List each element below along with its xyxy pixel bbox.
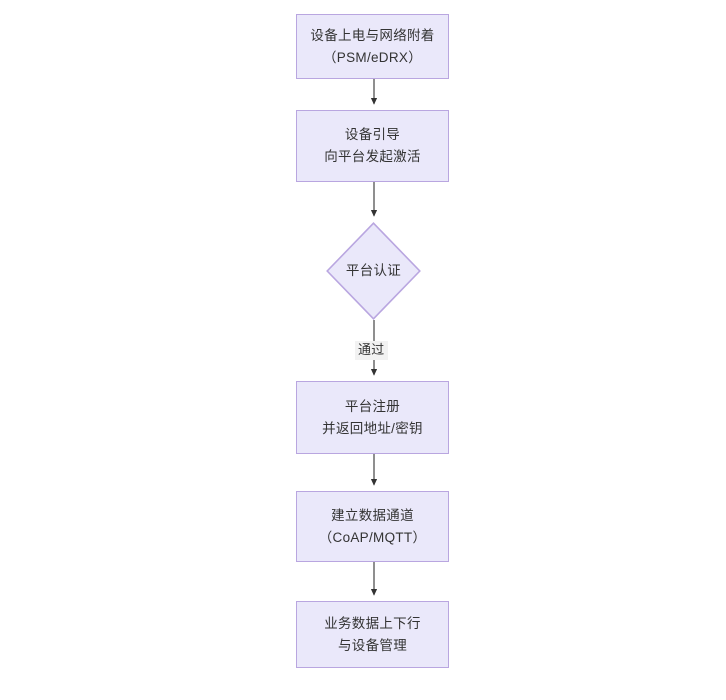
node-label-line: 与设备管理 (338, 637, 407, 653)
node-label-line: （PSM/eDRX） (322, 49, 423, 65)
node-business-data-and-device-management[interactable]: 业务数据上下行 与设备管理 (296, 601, 449, 668)
node-platform-authentication[interactable]: 平台认证 (326, 222, 421, 320)
node-label-line: （CoAP/MQTT） (318, 529, 427, 545)
node-establish-data-channel[interactable]: 建立数据通道 （CoAP/MQTT） (296, 491, 449, 562)
node-label-line: 设备上电与网络附着 (310, 27, 435, 43)
node-label-line: 平台认证 (345, 263, 402, 279)
node-device-power-on[interactable]: 设备上电与网络附着 （PSM/eDRX） (296, 14, 449, 79)
node-label-line: 业务数据上下行 (324, 615, 421, 631)
node-label-line: 并返回地址/密钥 (322, 420, 423, 436)
node-label-line: 设备引导 (344, 127, 401, 143)
node-device-bootstrap[interactable]: 设备引导 向平台发起激活 (296, 110, 449, 182)
node-label-line: 平台注册 (344, 398, 401, 414)
edge-label-pass: 通过 (355, 341, 388, 360)
diamond-shape (326, 222, 421, 320)
node-label-line: 建立数据通道 (331, 507, 414, 523)
node-label-line: 向平台发起激活 (324, 149, 421, 164)
node-platform-registration[interactable]: 平台注册 并返回地址/密钥 (296, 381, 449, 454)
